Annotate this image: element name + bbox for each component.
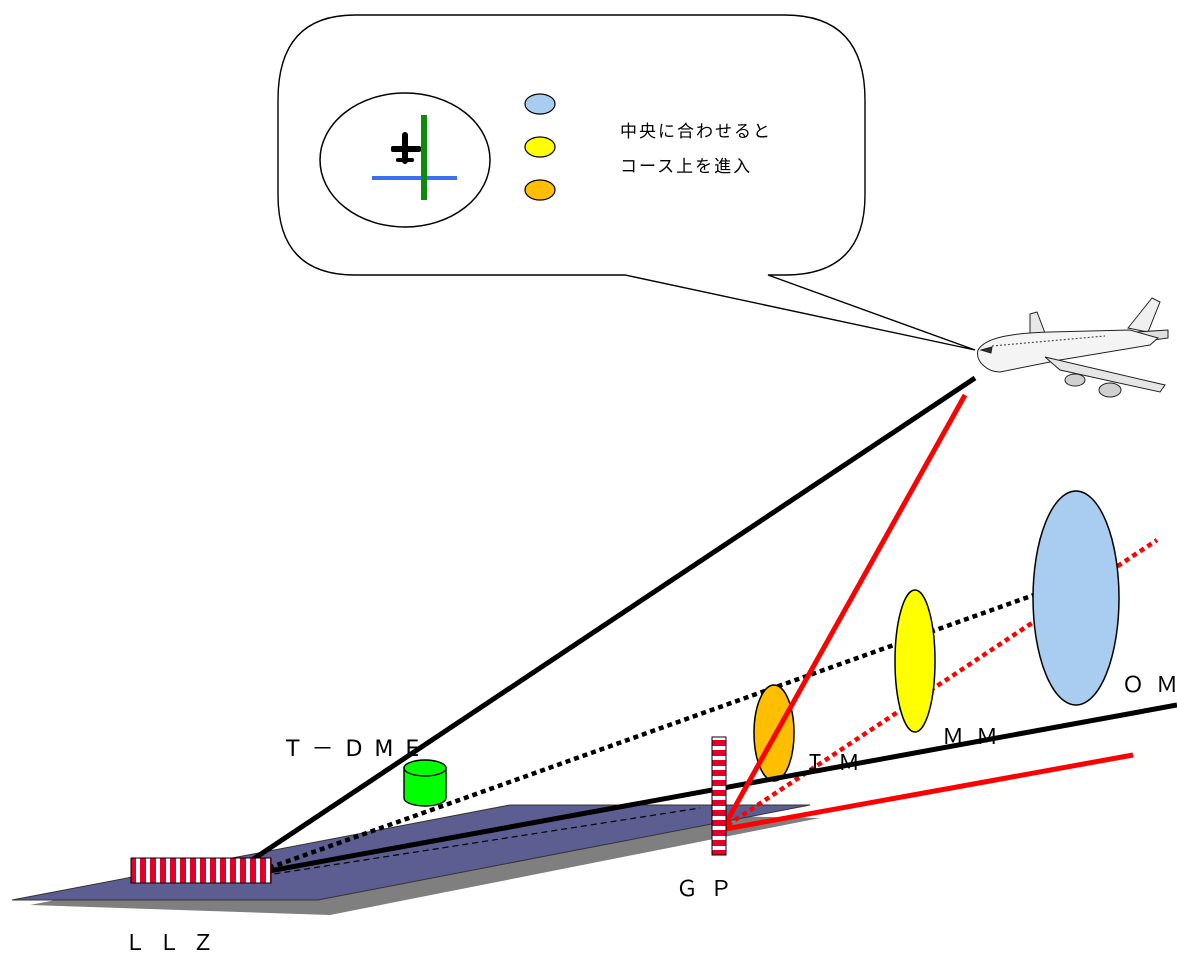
middle-marker-light-icon xyxy=(524,136,556,158)
runway-centerline xyxy=(234,807,701,881)
localizer-beam-line xyxy=(219,702,1177,883)
im-label: ＩＭ xyxy=(804,751,872,776)
callout-line-1: 中央に合わせると xyxy=(620,122,772,142)
aircraft-symbol-icon xyxy=(391,132,421,164)
localizer-dotted-path xyxy=(234,562,1119,883)
llz-antenna-icon xyxy=(130,857,272,884)
ils-indicator-icon xyxy=(319,92,491,228)
middle-marker-beacon xyxy=(894,589,936,733)
instrument-callout-bubble: 中央に合わせると コース上を進入 xyxy=(277,14,976,351)
tdme-antenna-icon xyxy=(403,759,447,807)
llz-label: ＬＬＺ xyxy=(124,931,226,956)
aircraft-to-gp-line xyxy=(719,393,968,832)
glidepath-ground-line xyxy=(719,752,1134,833)
outer-marker-light-icon xyxy=(524,93,556,115)
callout-line-2: コース上を進入 xyxy=(620,157,752,177)
outer-marker-beacon xyxy=(1032,490,1120,706)
mm-label: ＭＭ xyxy=(942,725,1010,750)
gp-antenna-icon xyxy=(711,736,727,856)
inner-marker-light-icon xyxy=(524,179,556,201)
om-label: ＯＭ xyxy=(1122,673,1177,698)
glidepath-dotted-path xyxy=(718,538,1159,832)
airplane-icon xyxy=(977,297,1169,398)
tdme-label: T－DME xyxy=(285,737,431,762)
aircraft-to-llz-line xyxy=(220,375,977,883)
gp-label: ＧＰ xyxy=(676,877,744,902)
